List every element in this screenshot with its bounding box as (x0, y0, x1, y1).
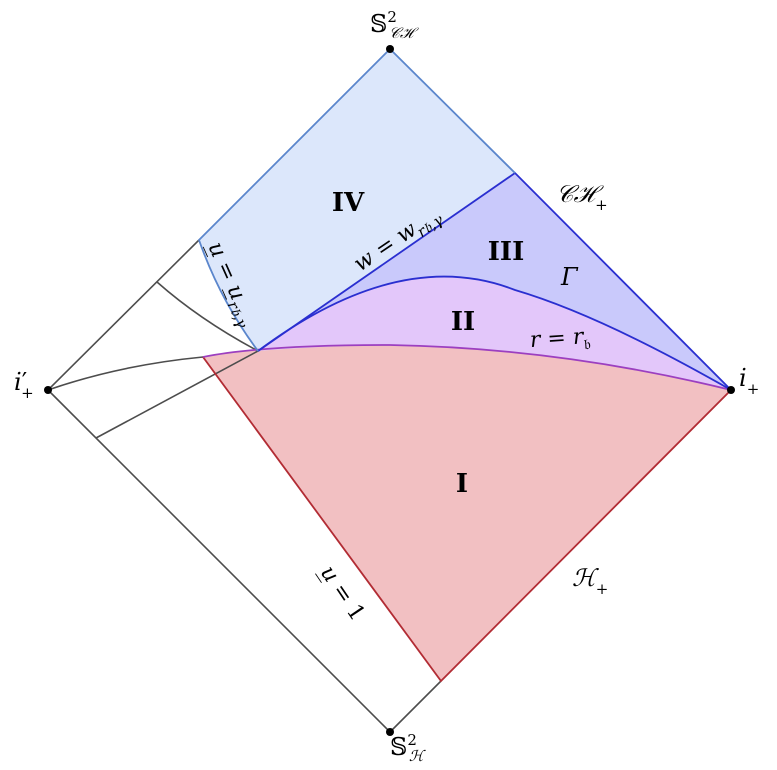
left-vertex-dot (44, 386, 52, 394)
right-vertex-label: i+ (739, 364, 759, 398)
outline-left-lower-edge (47, 389, 391, 733)
r-curve-label: r = r𝔟 (529, 324, 591, 357)
u-curve-top-label: u̲ = u̲r𝔟,γ (198, 237, 261, 331)
region-II-label: II (451, 307, 475, 337)
region-I-boundary-curve (202, 356, 732, 683)
outline-bottom-right-segment (389, 680, 442, 733)
left-vertex-label: i′+ (14, 368, 34, 402)
region-IV-area (199, 49, 515, 351)
region-II-area (258, 276, 731, 390)
outline-inner-line (95, 350, 259, 439)
right-vertex-dot (727, 386, 735, 394)
region-III-label: III (488, 237, 525, 267)
cauchy-horizon-label: 𝒞ℋ+ (556, 180, 608, 214)
region-I-label: I (456, 469, 468, 499)
top-vertex-dot (386, 45, 394, 53)
outline-left-upper-edge (47, 239, 200, 391)
outline-left-curve (47, 356, 204, 391)
bottom-vertex-dot (386, 728, 394, 736)
region-I-area (203, 345, 731, 681)
gamma-curve (257, 275, 732, 391)
event-horizon-label: ℋ+ (572, 564, 608, 598)
region-III-area (258, 173, 731, 390)
region-IV-boundary (197, 47, 516, 352)
gamma-curve-label: Γ (560, 263, 579, 291)
region-IV-label: IV (332, 188, 365, 218)
outline-inner-curve (156, 281, 259, 352)
